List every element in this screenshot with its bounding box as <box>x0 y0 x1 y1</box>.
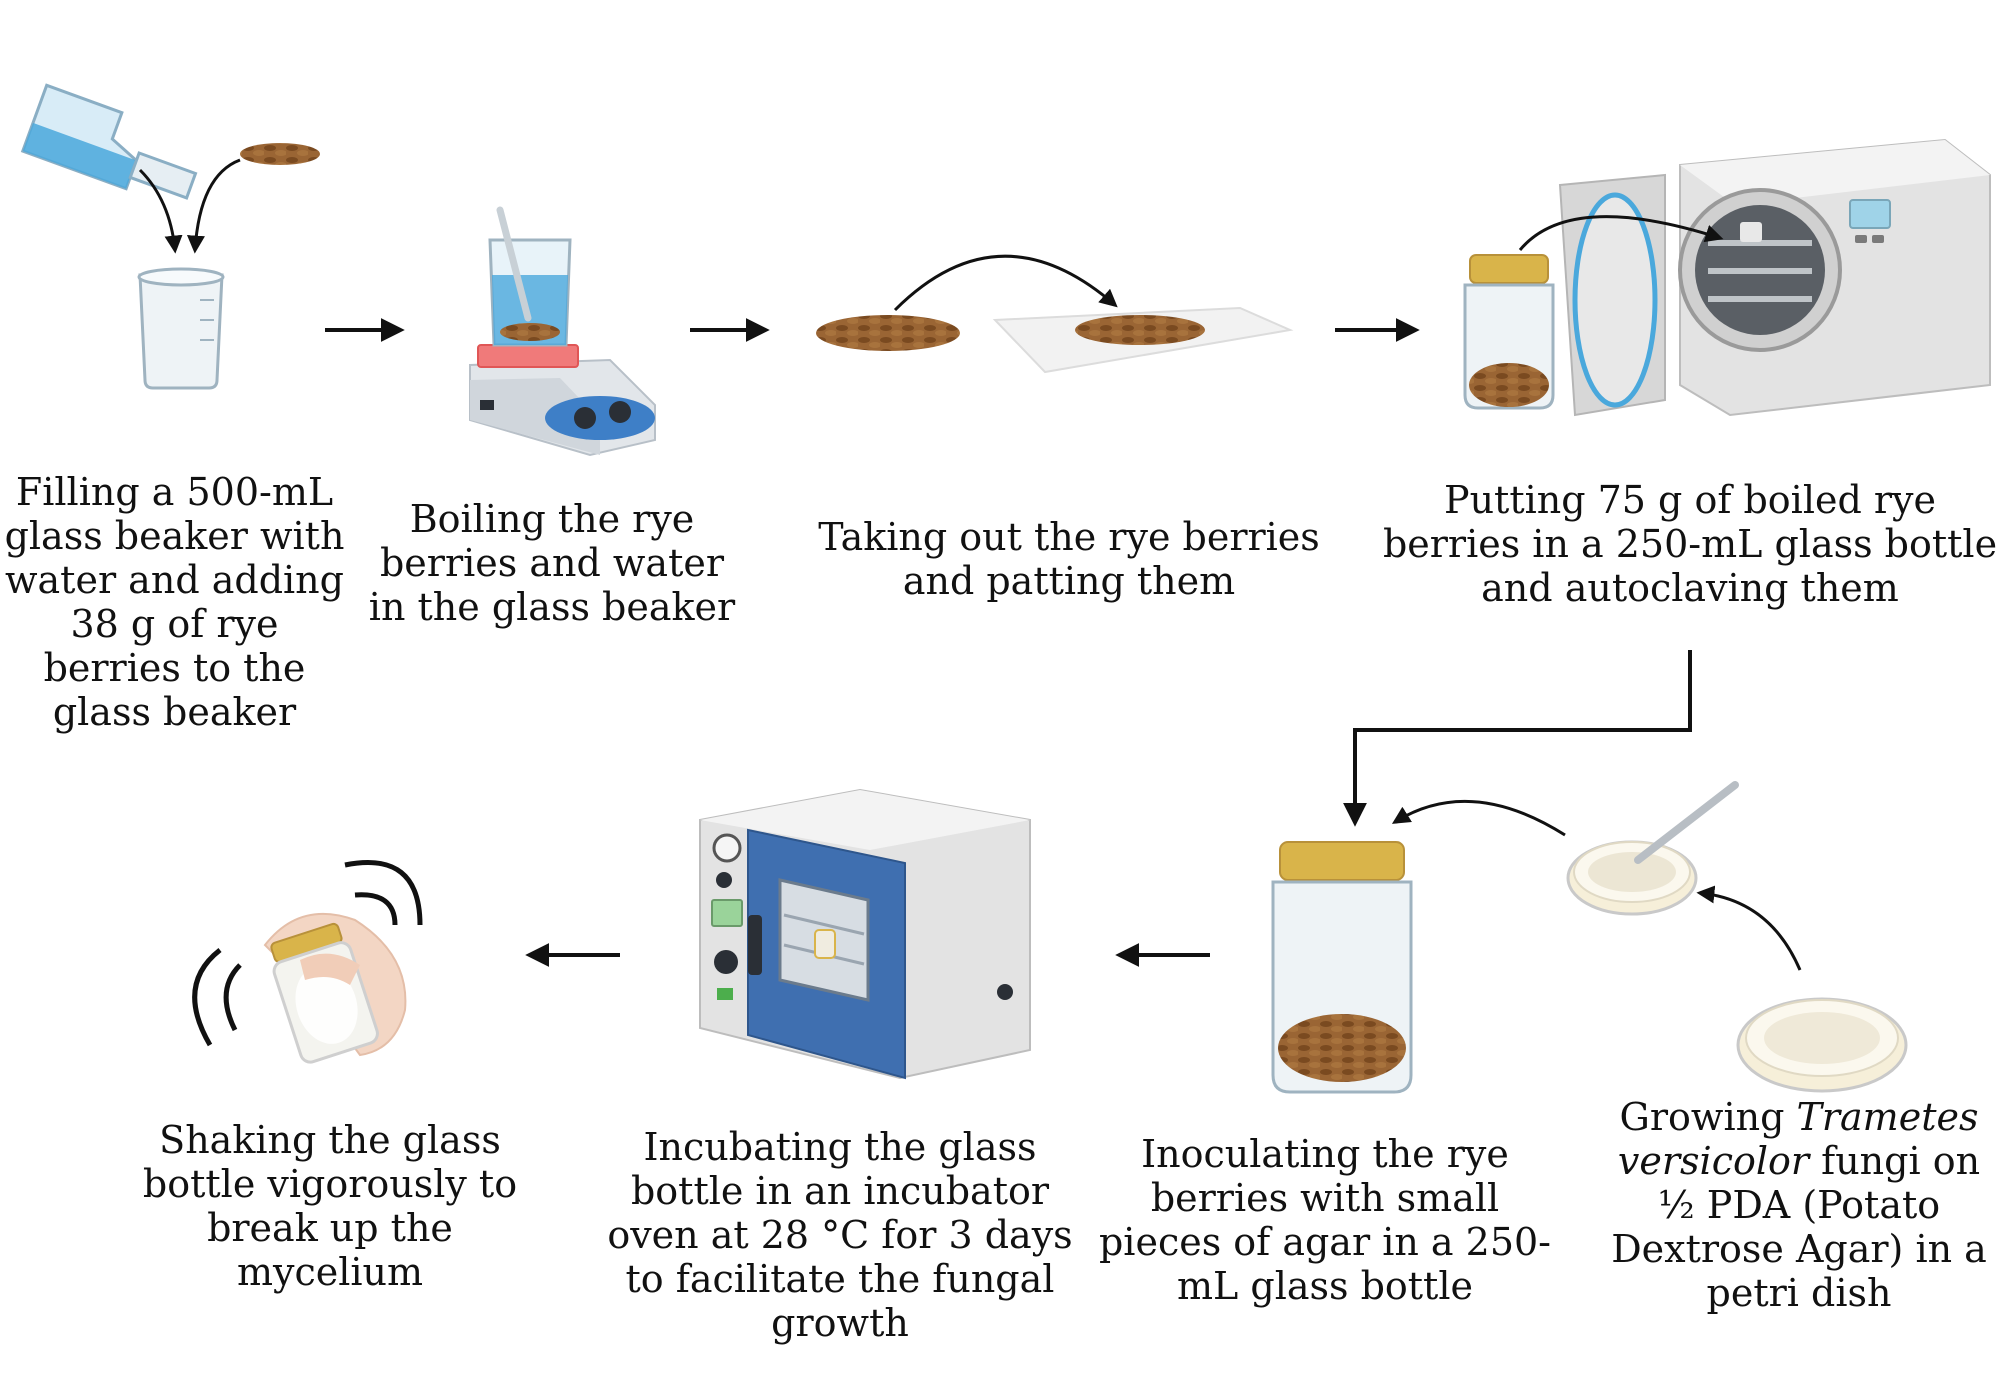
hotplate-stirrer-icon <box>469 344 656 457</box>
step6-caption: Inoculating the rye berries with small p… <box>1098 1132 1552 1308</box>
arrow-culture-to-dish <box>1696 885 1802 971</box>
flask-icon <box>20 83 198 200</box>
step1-caption: Filling a 500-mL glass beaker with water… <box>4 470 345 734</box>
motion-lines-icon-left-inner <box>223 963 242 1032</box>
step5-caption-prefix: Growing <box>1619 1095 1797 1139</box>
motion-lines-icon-left <box>192 948 222 1047</box>
step1-illustration <box>20 83 320 390</box>
step8-caption: Shaking the glass bottle vigorously to b… <box>142 1118 518 1294</box>
step5-illustration <box>1391 781 1908 1093</box>
step4-illustration <box>1463 138 1991 417</box>
step3-illustration <box>816 254 1294 374</box>
step7-illustration <box>699 788 1031 1080</box>
petri-dish-with-scalpel-icon <box>1566 781 1739 916</box>
step4-caption: Putting 75 g of boiled rye berries in a … <box>1382 478 1998 610</box>
beaker-with-water-icon <box>488 206 572 347</box>
motion-lines-icon-inner <box>354 892 398 926</box>
step2-caption: Boiling the rye berries and water in the… <box>368 497 736 629</box>
step7-caption: Incubating the glass bottle in an incuba… <box>607 1125 1073 1345</box>
step5-caption: Growing Trametes versicolor fungi on ½ P… <box>1598 1095 2000 1315</box>
autoclave-icon <box>1558 138 1991 417</box>
petri-dish-culture-icon <box>1736 997 1908 1093</box>
step3-caption: Taking out the rye berries and patting t… <box>818 515 1320 603</box>
hand-holding-bottle-icon <box>263 912 407 1064</box>
arrow-flask-to-beaker <box>138 168 183 254</box>
arrow-step4-to-step6 <box>1343 650 1692 827</box>
glass-beaker-icon <box>137 267 225 390</box>
arrow-berries-to-beaker <box>186 158 241 254</box>
glass-bottle-icon <box>1271 841 1413 1094</box>
arrow-bottle-to-autoclave <box>1518 215 1724 251</box>
incubator-oven-icon <box>699 788 1031 1080</box>
step8-illustration <box>192 860 423 1064</box>
rye-berries-pile-icon <box>240 143 320 165</box>
step6-illustration <box>1271 841 1413 1094</box>
rye-berries-pile-icon <box>816 315 960 351</box>
step2-illustration <box>469 206 656 457</box>
arrow-dish-to-bottle <box>1391 799 1566 837</box>
arrow-transfer-berries <box>893 254 1118 312</box>
patted-berries-icon <box>1075 315 1205 345</box>
step5-caption-suffix: fungi on ½ PDA (Potato Dextrose Agar) in… <box>1611 1139 1987 1315</box>
motion-lines-icon <box>344 860 423 926</box>
species-name: Trametes versicolor <box>1617 1095 1979 1183</box>
glass-bottle-icon <box>1463 254 1555 410</box>
